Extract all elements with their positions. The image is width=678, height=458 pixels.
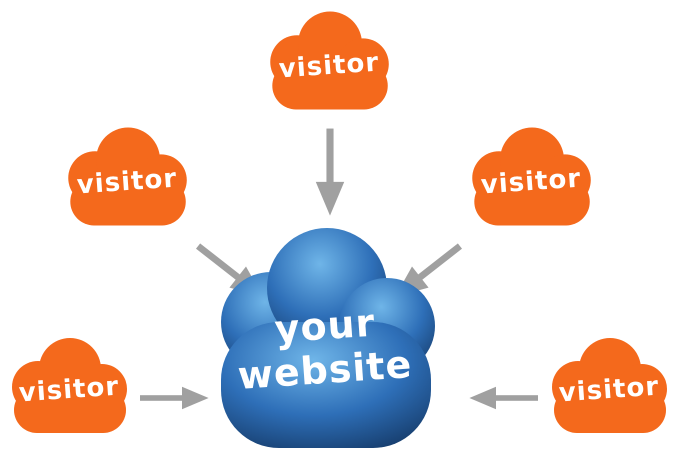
cloud-shape (12, 338, 127, 433)
website-cloud: your website (204, 226, 446, 456)
visitor-cloud-lower-right: visitor (544, 330, 674, 442)
visitor-cloud-upper-left: visitor (60, 120, 194, 234)
cloud-shape (270, 11, 389, 110)
visitor-cloud-top: visitor (262, 4, 396, 118)
cloud-shape (68, 127, 187, 226)
cloud-shape (552, 338, 667, 433)
arrow-lower-right-to-center-icon (468, 381, 538, 415)
arrow-lower-left-to-center-icon (140, 381, 210, 415)
arrow-top-to-center-icon (314, 126, 346, 220)
cloud-shape (221, 228, 435, 448)
cloud-shape (472, 127, 591, 226)
visitor-cloud-upper-right: visitor (464, 120, 598, 234)
visitor-cloud-lower-left: visitor (4, 330, 134, 442)
